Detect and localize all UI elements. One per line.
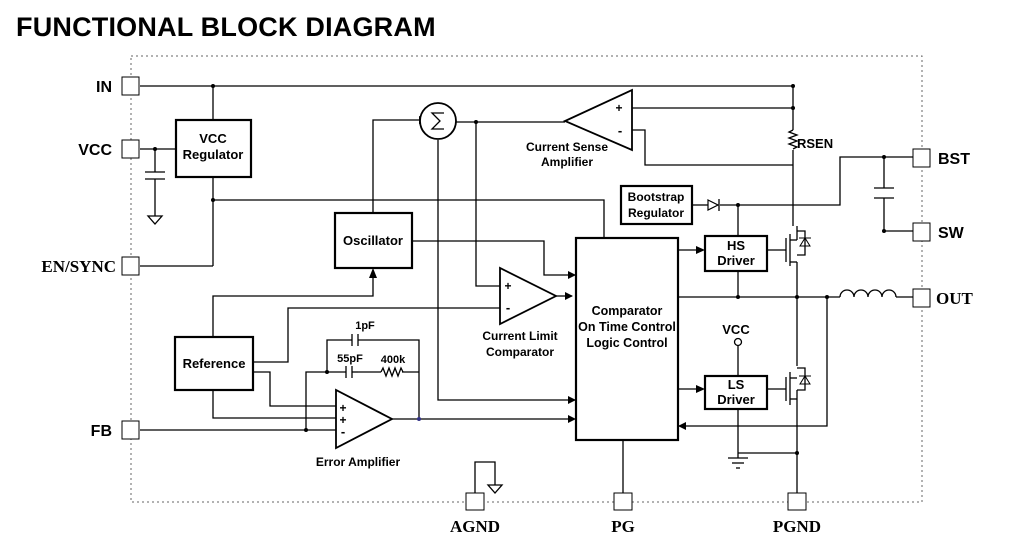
- pin-vcc-label: VCC: [78, 142, 112, 159]
- svg-text:-: -: [506, 300, 510, 315]
- bootstrap-regulator-block: Bootstrap Regulator: [619, 184, 694, 226]
- pin-pgnd-label: PGND: [773, 517, 821, 536]
- svg-text:Regulator: Regulator: [628, 206, 684, 220]
- pin-sw-box: [912, 222, 931, 242]
- pin-en-sync-box: [121, 256, 140, 276]
- ls-driver-block: LS Driver: [703, 374, 769, 411]
- vcc-capacitor: [145, 171, 165, 188]
- svg-text:Current Limit: Current Limit: [482, 329, 557, 343]
- oscillator-block: Oscillator: [333, 211, 414, 270]
- svg-text:+: +: [615, 101, 622, 115]
- svg-text:+: +: [339, 401, 346, 415]
- svg-text:Logic Control: Logic Control: [586, 336, 667, 350]
- reference-block: Reference: [173, 335, 255, 392]
- svg-text:Comparator: Comparator: [592, 304, 663, 318]
- pin-bst-label: BST: [938, 151, 970, 168]
- svg-text:Error Amplifier: Error Amplifier: [316, 455, 401, 469]
- chip-outline: [130, 55, 923, 503]
- pin-pg-box: [613, 492, 633, 511]
- wires: [140, 85, 921, 493]
- ls-vcc-label: VCC: [722, 322, 750, 337]
- pin-in-box: [121, 76, 140, 96]
- pin-pg-label: PG: [611, 517, 635, 536]
- pin-pgnd-box: [787, 492, 807, 511]
- pin-fb-box: [121, 420, 140, 440]
- resistor-rsen: [787, 129, 799, 150]
- cap-55pf: [345, 366, 358, 378]
- svg-text:Oscillator: Oscillator: [343, 233, 403, 248]
- svg-text:Reference: Reference: [183, 356, 246, 371]
- summing-junction: [419, 102, 457, 140]
- junction-dots: [153, 84, 886, 455]
- vcc-supply-icon: [733, 337, 743, 347]
- pin-agnd-box: [465, 492, 485, 511]
- svg-text:Amplifier: Amplifier: [541, 155, 593, 169]
- ground-icon: [728, 457, 748, 469]
- cap-1pf: [351, 334, 359, 346]
- hs-driver-block: HS Driver: [703, 234, 769, 273]
- pin-out-box: [912, 288, 931, 308]
- bst-capacitor: [874, 187, 894, 199]
- ground-icon: [146, 215, 164, 225]
- cap-55pf-label: 55pF: [337, 353, 363, 365]
- bootstrap-diode: [707, 199, 720, 211]
- svg-text:VCC: VCC: [199, 131, 227, 146]
- comparator-logic-block: Comparator On Time Control Logic Control: [574, 236, 680, 442]
- pin-bst-box: [912, 148, 931, 168]
- resistor-400k: [380, 366, 404, 378]
- pin-sw-label: SW: [938, 225, 965, 242]
- svg-text:-: -: [618, 123, 622, 138]
- ground-icon: [486, 484, 504, 494]
- vcc-regulator-block: VCC Regulator: [174, 118, 253, 179]
- svg-text:Regulator: Regulator: [183, 147, 244, 162]
- pin-agnd-label: AGND: [450, 517, 500, 536]
- current-limit-comparator: + - Current Limit Comparator: [482, 266, 559, 359]
- svg-text:+: +: [339, 413, 346, 427]
- diagram-title: FUNCTIONAL BLOCK DIAGRAM: [16, 12, 436, 42]
- svg-text:LS: LS: [728, 377, 745, 392]
- inductor: [839, 289, 897, 298]
- current-sense-amplifier: + - Current Sense Amplifier: [526, 88, 633, 169]
- rsen-label: RSEN: [797, 136, 833, 151]
- svg-text:Current Sense: Current Sense: [526, 140, 608, 154]
- pin-boxes: [121, 76, 931, 511]
- svg-text:On Time Control: On Time Control: [578, 320, 676, 334]
- error-amplifier: + + - Error Amplifier: [316, 388, 401, 469]
- pin-fb-label: FB: [91, 423, 112, 440]
- svg-text:-: -: [341, 424, 345, 439]
- pin-out-label: OUT: [936, 289, 974, 308]
- svg-text:HS: HS: [727, 238, 745, 253]
- svg-text:+: +: [504, 279, 511, 293]
- hs-mosfet: [785, 234, 811, 266]
- cap-1pf-label: 1pF: [355, 320, 375, 332]
- svg-text:Bootstrap: Bootstrap: [628, 190, 685, 204]
- pin-vcc-box: [121, 139, 140, 159]
- svg-text:Driver: Driver: [717, 392, 755, 407]
- pin-in-label: IN: [96, 79, 112, 96]
- svg-text:Driver: Driver: [717, 253, 755, 268]
- res-400k-label: 400k: [381, 354, 406, 366]
- pin-en-sync-label: EN/SYNC: [41, 257, 116, 276]
- ls-mosfet: [785, 372, 811, 405]
- svg-text:Comparator: Comparator: [486, 345, 554, 359]
